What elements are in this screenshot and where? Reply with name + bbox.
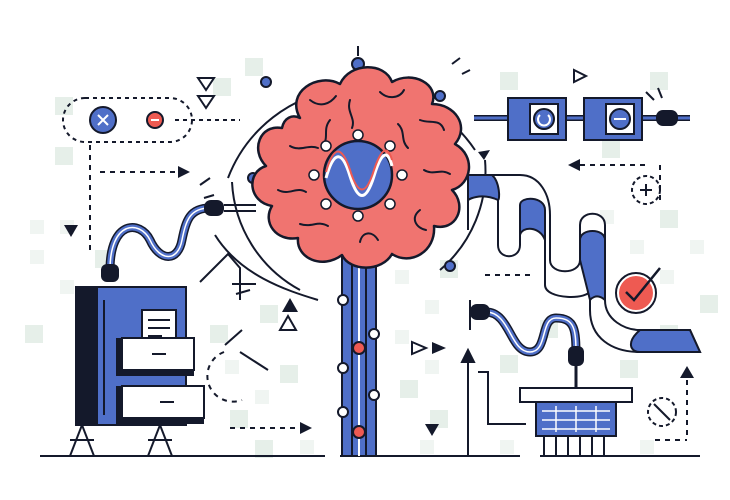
plus-icon [631, 175, 661, 205]
play-triangle-icon [196, 68, 589, 356]
brain-core [322, 139, 394, 211]
circuit-board-icon [519, 387, 633, 456]
vertical-arrow-line [460, 347, 526, 456]
cabinet-machine [75, 286, 205, 426]
central-tube [341, 254, 377, 457]
tube-nodes [337, 294, 380, 439]
checkmark-icon [615, 267, 661, 314]
ribbon-strip [467, 174, 702, 353]
right-cable [481, 307, 581, 361]
cabinet-legs [69, 424, 173, 457]
brain-icon [251, 66, 471, 269]
right-cable-plug [469, 300, 584, 400]
arc-arrowhead [478, 150, 490, 160]
no-symbol-icon [647, 397, 677, 427]
zigzag-arrows [199, 252, 269, 371]
switch-boxes [474, 87, 690, 141]
orbit-node [260, 76, 272, 88]
orbit-node [444, 260, 456, 272]
sparkle-lines [199, 57, 471, 199]
background-grid-squares-light [30, 210, 704, 454]
switch-capsule [62, 97, 193, 143]
dashed-arrows [89, 145, 688, 441]
left-cable [105, 203, 215, 275]
solid-triangles [64, 225, 694, 436]
cable-plug [204, 200, 256, 216]
orbit-nodes [247, 57, 456, 272]
orbit-node [434, 90, 446, 102]
arrow-icon [178, 159, 580, 434]
cable-plug-bottom [101, 264, 119, 282]
sine-wave-icon [324, 153, 394, 197]
